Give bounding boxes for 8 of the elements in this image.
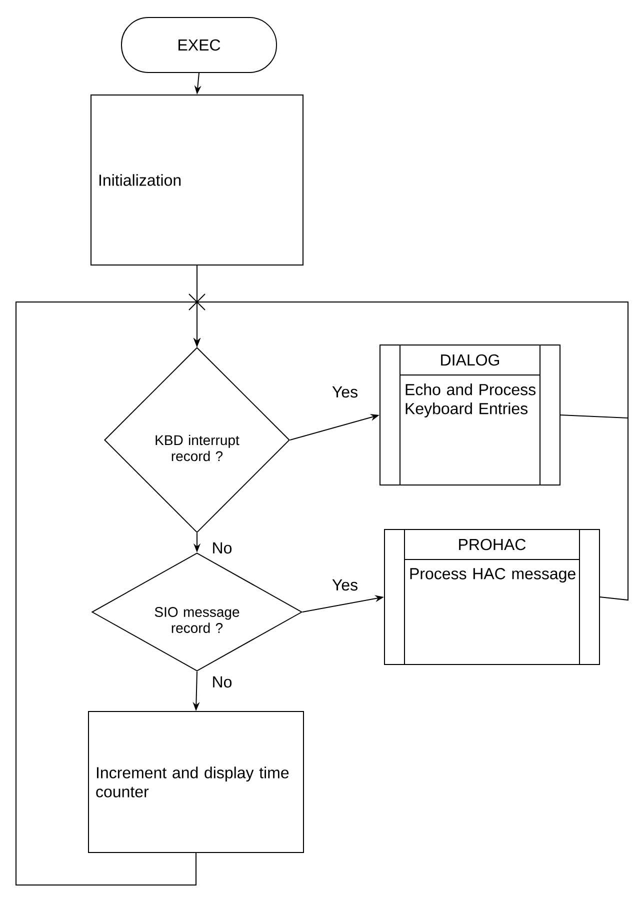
edge-label: Yes bbox=[330, 385, 360, 399]
process-box: Initialization bbox=[90, 94, 304, 266]
edge-label: No bbox=[210, 675, 234, 689]
edge-label: Yes bbox=[330, 578, 360, 592]
subroutine-box: DIALOG Echo and Process Keyboard Entries bbox=[380, 344, 560, 486]
edge-label: No bbox=[210, 541, 234, 555]
process-box: Increment and display time counter bbox=[88, 711, 304, 853]
subroutine-box: PROHAC Process HAC message bbox=[384, 529, 600, 665]
